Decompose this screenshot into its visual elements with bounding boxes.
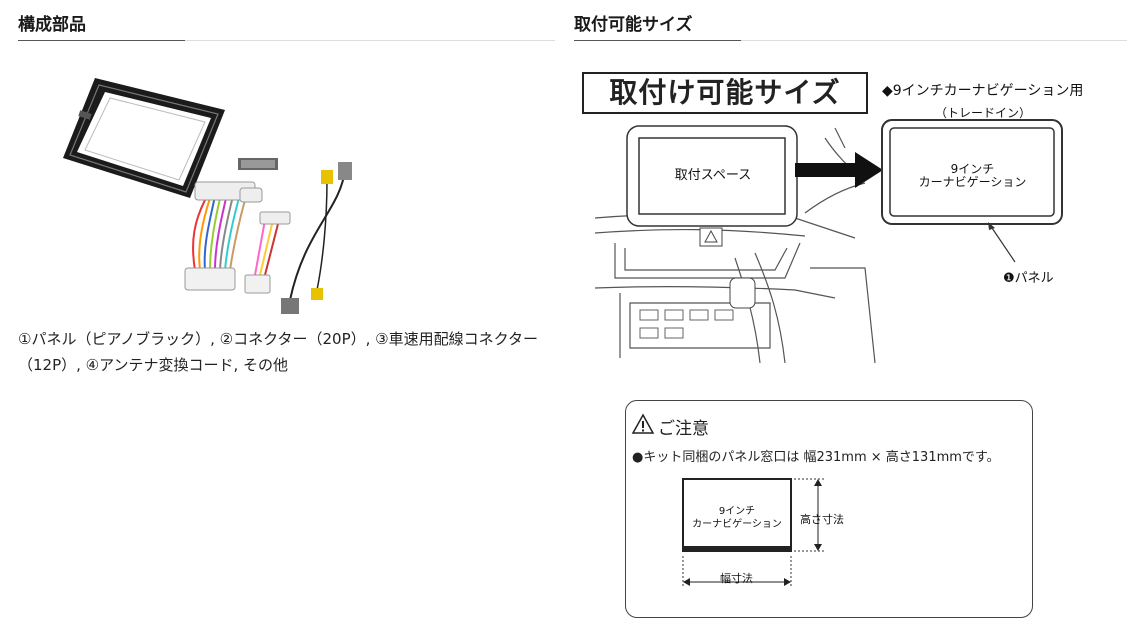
components-title: 構成部品: [18, 15, 86, 35]
dimension-diagram: [682, 478, 825, 586]
product-parts-image: [63, 78, 352, 314]
width-dimension-label: 幅寸法: [720, 572, 753, 585]
fit-size-divider: [741, 40, 1127, 41]
components-description: ①パネル（ピアノブラック）, ②コネクター（20P）, ③車速用配線コネクター（…: [18, 330, 538, 374]
caution-screen-label-1: 9インチ: [718, 506, 756, 517]
navigation-device-illustration: [881, 119, 1063, 225]
caution-title: ご注意: [658, 419, 709, 439]
panel-label: ❶パネル: [1003, 271, 1054, 286]
antenna-cord-illustration: [281, 162, 352, 314]
fit-size-title: 取付可能サイズ: [574, 15, 693, 35]
fit-size-banner: 取付け可能サイズ: [582, 72, 868, 114]
panel-leader-line: [988, 222, 1016, 263]
fit-size-title-underline: [574, 40, 741, 41]
speed-connector-12p-illustration: [254, 219, 280, 276]
caution-screen-label-2: カーナビゲーション: [692, 519, 782, 530]
caution-text: ●キット同梱のパネル窓口は 幅231mm × 高さ131mmです。: [632, 450, 1000, 465]
components-title-underline: [18, 40, 185, 41]
components-divider: [185, 40, 555, 41]
nav-screen-label-1: 9インチ: [950, 162, 995, 176]
connector-20p-illustration: [192, 193, 246, 271]
nav-screen-label-2: カーナビゲーション: [918, 175, 1027, 189]
nav-sub-label: （トレードイン）: [935, 106, 1032, 120]
install-space-label: 取付スペース: [674, 168, 752, 183]
arrow-right-icon: [795, 152, 883, 188]
height-dimension-label: 高さ寸法: [800, 513, 844, 526]
warning-icon: [631, 413, 655, 434]
panel-frame-illustration: [63, 78, 225, 198]
dashboard-illustration: [595, 125, 876, 363]
nav-label: ◆9インチカーナビゲーション用: [882, 83, 1084, 99]
